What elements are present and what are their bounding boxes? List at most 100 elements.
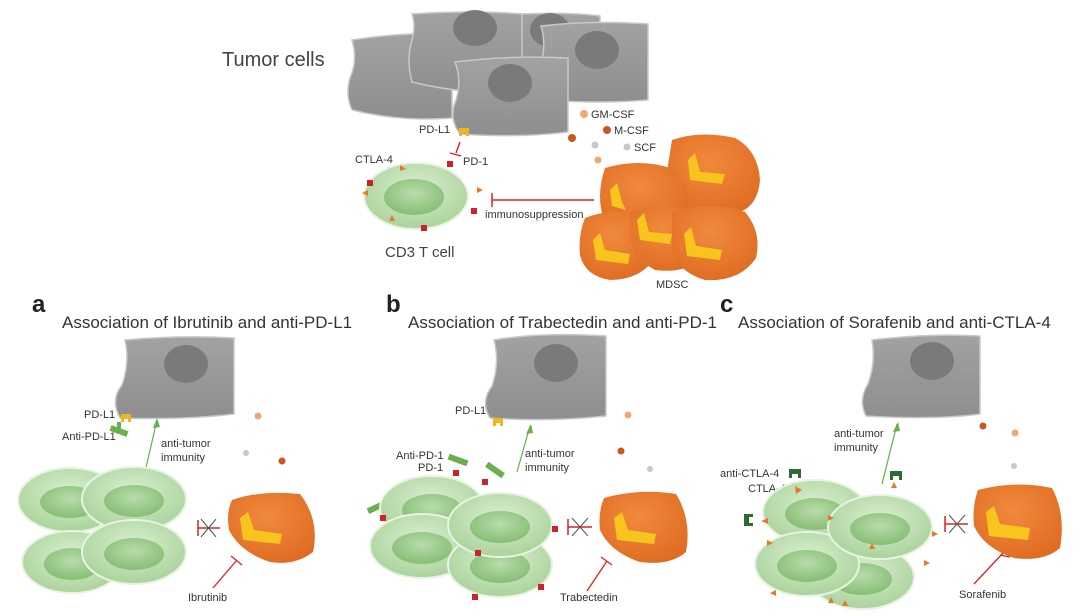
panel-c-title: Association of Sorafenib and anti-CTLA-4 xyxy=(738,313,1051,332)
tumor-nucleus xyxy=(534,344,578,382)
t-cell-cluster xyxy=(17,466,187,594)
ctla4-receptor-icon xyxy=(828,515,834,521)
cytokine-particle xyxy=(243,450,249,456)
mdsc-label: MDSC xyxy=(656,279,688,291)
immunity-label-line1: anti-tumor xyxy=(525,448,575,460)
cytokine-particle xyxy=(591,141,599,149)
mdsc-cell xyxy=(599,491,688,563)
gm-csf-icon xyxy=(580,110,588,118)
cytokine-legend: GM-CSF M-CSF SCF xyxy=(568,109,656,164)
blocked-inhibition-icon xyxy=(197,518,220,538)
mdsc-nucleus xyxy=(986,506,1030,540)
pdl1-receptor-icon xyxy=(493,418,503,426)
m-csf-icon xyxy=(603,126,611,134)
pdl1-receptor-icon xyxy=(121,414,131,422)
pdl1-receptor-icon xyxy=(459,128,469,136)
drug-inhibition-arrow xyxy=(212,555,243,589)
blocked-inhibition-icon xyxy=(567,517,592,537)
ctla4-receptor-icon xyxy=(932,531,938,537)
top-overview: Tumor cells GM-CSF M-CSF SCF PD-L1 PD-1 … xyxy=(222,10,760,291)
mdsc-nucleus xyxy=(240,512,282,544)
panel-a-letter: a xyxy=(32,291,46,318)
cytokine-particle xyxy=(1011,429,1019,437)
immunity-label-line2: immunity xyxy=(525,462,570,474)
ctla4-receptor-icon xyxy=(389,215,395,221)
ctla4-receptor-icon xyxy=(891,482,897,488)
cytokine-particle xyxy=(647,466,653,472)
ctla4-receptor-icon xyxy=(400,165,406,171)
anti-ctla4-antibody-icon xyxy=(744,469,902,526)
ctla4-receptor-icon xyxy=(828,597,834,603)
pd1-receptor-icon xyxy=(552,526,558,532)
ctla4-receptor-icon xyxy=(770,590,776,596)
tumor-cell-cluster xyxy=(347,10,649,137)
mdsc-cell xyxy=(228,492,315,563)
pd1-receptor-icon xyxy=(482,479,488,485)
immunosuppression-inhibition-arrow xyxy=(491,193,594,207)
t-cell-cluster xyxy=(754,479,938,610)
cytokine-particle xyxy=(278,457,286,465)
ctla4-receptor-icon xyxy=(767,540,773,546)
gm-csf-label: GM-CSF xyxy=(591,109,635,121)
panel-a-title: Association of Ibrutinib and anti-PD-L1 xyxy=(62,313,352,332)
ctla4-label: CTLA-4 xyxy=(355,154,393,166)
tumor-cells-label: Tumor cells xyxy=(222,49,325,71)
panel-b: b Association of Trabectedin and anti-PD… xyxy=(366,291,717,604)
mdsc-cell xyxy=(973,484,1062,559)
anti-pdl1-label: Anti-PD-L1 xyxy=(62,431,116,443)
pd1-receptor-icon xyxy=(472,594,478,600)
pdl1-label: PD-L1 xyxy=(84,409,115,421)
anti-tumor-immunity-arrow xyxy=(881,422,900,485)
ctla4-receptor-icon xyxy=(924,560,930,566)
cytokine-particle xyxy=(617,447,625,455)
ctla4-receptor-icon xyxy=(842,600,848,606)
drug-inhibition-arrow xyxy=(973,552,1011,585)
cytokine-particle xyxy=(594,156,602,164)
drug-label: Ibrutinib xyxy=(188,592,227,604)
tumor-nucleus xyxy=(910,342,954,380)
immunosuppression-label: immunosuppression xyxy=(485,209,583,221)
cytokine-particle xyxy=(624,411,632,419)
anti-tumor-immunity-arrow xyxy=(144,418,160,473)
mdsc-cluster xyxy=(579,134,760,281)
cytokine-particle xyxy=(568,134,576,142)
cytokine-particle xyxy=(979,422,987,430)
drug-label: Sorafenib xyxy=(959,589,1006,601)
ctla4-receptor-icon xyxy=(869,543,875,549)
pd1-receptor-icon xyxy=(538,584,544,590)
t-cell-cluster xyxy=(369,470,558,600)
pd1-label: PD-1 xyxy=(463,156,488,168)
cytokine-particle xyxy=(1011,463,1017,469)
scf-label: SCF xyxy=(634,142,656,154)
ctla4-receptor-icon xyxy=(761,518,768,524)
scf-icon xyxy=(623,143,631,151)
panel-c: c Association of Sorafenib and anti-CTLA… xyxy=(720,291,1062,610)
panel-b-letter: b xyxy=(386,291,401,318)
panel-c-letter: c xyxy=(720,291,733,318)
pd1-receptor-icon xyxy=(380,515,386,521)
pd1-receptor-icon xyxy=(421,225,427,231)
pdl1-label: PD-L1 xyxy=(455,405,486,417)
immunity-label-line1: anti-tumor xyxy=(834,428,884,440)
panel-b-title: Association of Trabectedin and anti-PD-1 xyxy=(408,313,717,332)
pd1-label: PD-1 xyxy=(418,462,443,474)
pdl1-label: PD-L1 xyxy=(419,124,450,136)
pd1-receptor-icon xyxy=(367,180,373,186)
cd3-t-cell xyxy=(362,161,483,231)
tumor-nucleus xyxy=(575,31,619,69)
pd1-receptor-icon xyxy=(447,161,453,167)
anti-pdl1-antibody-icon xyxy=(109,422,129,437)
mdsc-nucleus xyxy=(688,153,725,184)
pd1-inhibition-icon xyxy=(449,141,462,157)
pd1-receptor-icon xyxy=(471,208,477,214)
cytokine-particle xyxy=(254,412,262,420)
mdsc-nucleus xyxy=(593,233,630,264)
mdsc-nucleus xyxy=(637,213,672,244)
mdsc-nucleus xyxy=(684,227,722,260)
tumor-nucleus xyxy=(164,345,208,383)
ctla4-receptor-icon xyxy=(477,187,483,193)
blocked-inhibition-icon xyxy=(944,514,968,534)
m-csf-label: M-CSF xyxy=(614,125,649,137)
mdsc-nucleus xyxy=(614,512,656,544)
